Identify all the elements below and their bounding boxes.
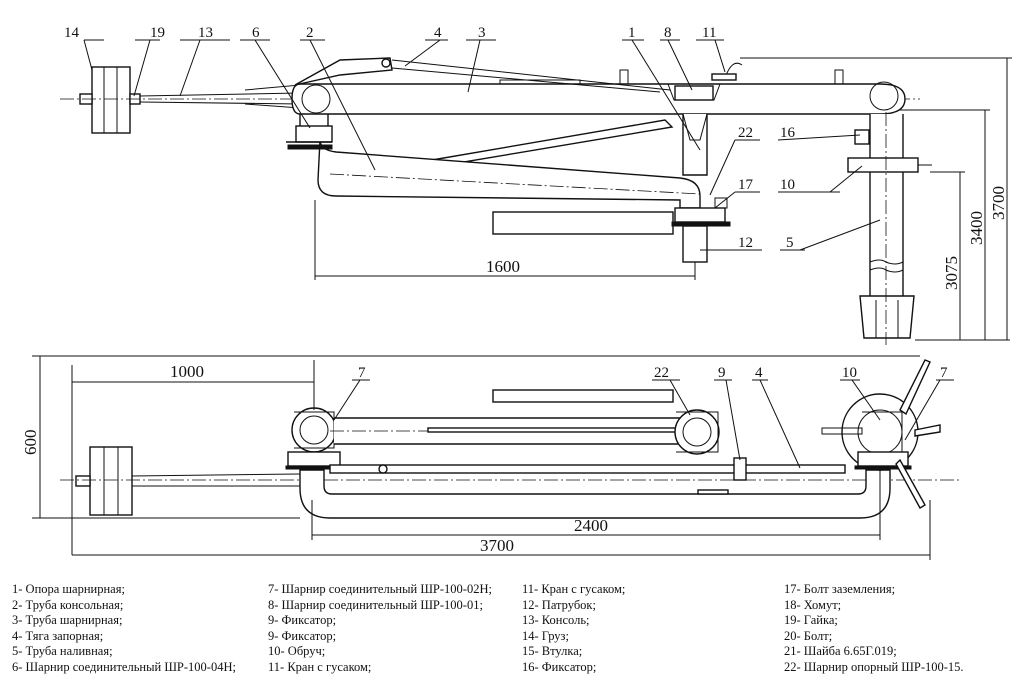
legend-item: 18- Хомут; <box>784 597 842 612</box>
legend-item: 9- Фиксатор; <box>268 628 337 643</box>
elevation-view <box>60 39 1012 345</box>
plan-lower-pipe <box>299 469 891 519</box>
legend-item: 12- Патрубок; <box>522 597 596 612</box>
legend-item: 11- Кран с гусаком; <box>522 582 626 596</box>
parts-legend: 1- Опора шарнирная; 2- Труба консольная;… <box>12 582 1012 678</box>
plan-callout-22: 22 <box>654 365 669 381</box>
legend-item: 20- Болт; <box>784 628 833 643</box>
legend-column-4: 17- Болт заземления; 18- Хомут; 19- Гайк… <box>784 582 964 676</box>
plan-callouts: 7 22 9 4 10 7 1000 600 2400 3700 <box>21 362 948 555</box>
callout-3: 3 <box>478 25 486 41</box>
dim-3400: 3400 <box>967 211 986 245</box>
callout-10: 10 <box>780 177 795 193</box>
dim-3700-plan: 3700 <box>480 536 514 555</box>
legend-item: 19- Гайка; <box>784 613 838 628</box>
callout-8: 8 <box>664 25 672 41</box>
callout-12: 12 <box>738 235 753 251</box>
callout-5: 5 <box>786 235 794 251</box>
legend-item: 1- Опора шарнирная; <box>12 582 125 596</box>
dim-3700: 3700 <box>989 186 1008 220</box>
plan-callout-10: 10 <box>842 365 857 381</box>
legend-column-2: 7- Шарнир соединительный ШР-100-02Н; 8- … <box>268 582 492 676</box>
plan-callout-9: 9 <box>718 365 726 381</box>
legend-item: 14- Груз; <box>522 628 569 643</box>
legend-item: 2- Труба консольная; <box>12 597 124 612</box>
plan-callout-4: 4 <box>755 365 763 381</box>
legend-item: 4- Тяга запорная; <box>12 628 104 643</box>
callout-4: 4 <box>434 25 442 41</box>
technical-drawing: 14 19 13 6 2 4 3 1 8 11 16 22 10 17 12 5… <box>21 25 1012 560</box>
callout-16: 16 <box>780 125 796 141</box>
callout-19: 19 <box>150 25 165 41</box>
plan-view <box>32 355 960 560</box>
callout-22: 22 <box>738 125 753 141</box>
callout-6: 6 <box>252 25 260 41</box>
legend-item: 8- Шарнир соединительный ШР-100-01; <box>268 597 483 612</box>
dim-1600: 1600 <box>486 257 520 276</box>
legend-column-1: 1- Опора шарнирная; 2- Труба консольная;… <box>12 582 236 676</box>
legend-item: 7- Шарнир соединительный ШР-100-02Н; <box>268 582 492 596</box>
legend-item: 15- Втулка; <box>522 644 583 659</box>
legend-item: 17- Болт заземления; <box>784 582 896 596</box>
callout-14: 14 <box>64 25 80 41</box>
legend-item: 13- Консоль; <box>522 613 590 628</box>
plan-callout-7-left: 7 <box>358 365 366 381</box>
dim-600: 600 <box>21 430 40 456</box>
callout-2: 2 <box>306 25 314 41</box>
legend-item: 5- Труба наливная; <box>12 644 113 659</box>
legend-item: 11- Кран с гусаком; <box>268 659 372 674</box>
legend-item: 9- Фиксатор; <box>268 613 337 628</box>
elevation-callouts: 14 19 13 6 2 4 3 1 8 11 16 22 10 17 12 5… <box>64 25 1008 290</box>
dim-2400: 2400 <box>574 516 608 535</box>
legend-item: 6- Шарнир соединительный ШР-100-04Н; <box>12 659 236 674</box>
callout-11: 11 <box>702 25 716 41</box>
legend-item: 16- Фиксатор; <box>522 659 597 674</box>
callout-17: 17 <box>738 177 754 193</box>
plan-callout-7-right: 7 <box>940 365 948 381</box>
legend-item: 21- Шайба 6.65Г.019; <box>784 644 897 659</box>
legend-item: 10- Обруч; <box>268 644 326 659</box>
dim-3075: 3075 <box>942 256 961 290</box>
legend-item: 22- Шарнир опорный ШР-100-15. <box>784 659 964 674</box>
legend-column-3: 11- Кран с гусаком; 12- Патрубок; 13- Ко… <box>522 582 625 676</box>
dim-1000: 1000 <box>170 362 204 381</box>
counterweight <box>91 66 131 134</box>
legend-item: 3- Труба шарнирная; <box>12 613 123 628</box>
callout-13: 13 <box>198 25 213 41</box>
callout-1: 1 <box>628 25 636 41</box>
hinged-pipe <box>291 83 906 115</box>
